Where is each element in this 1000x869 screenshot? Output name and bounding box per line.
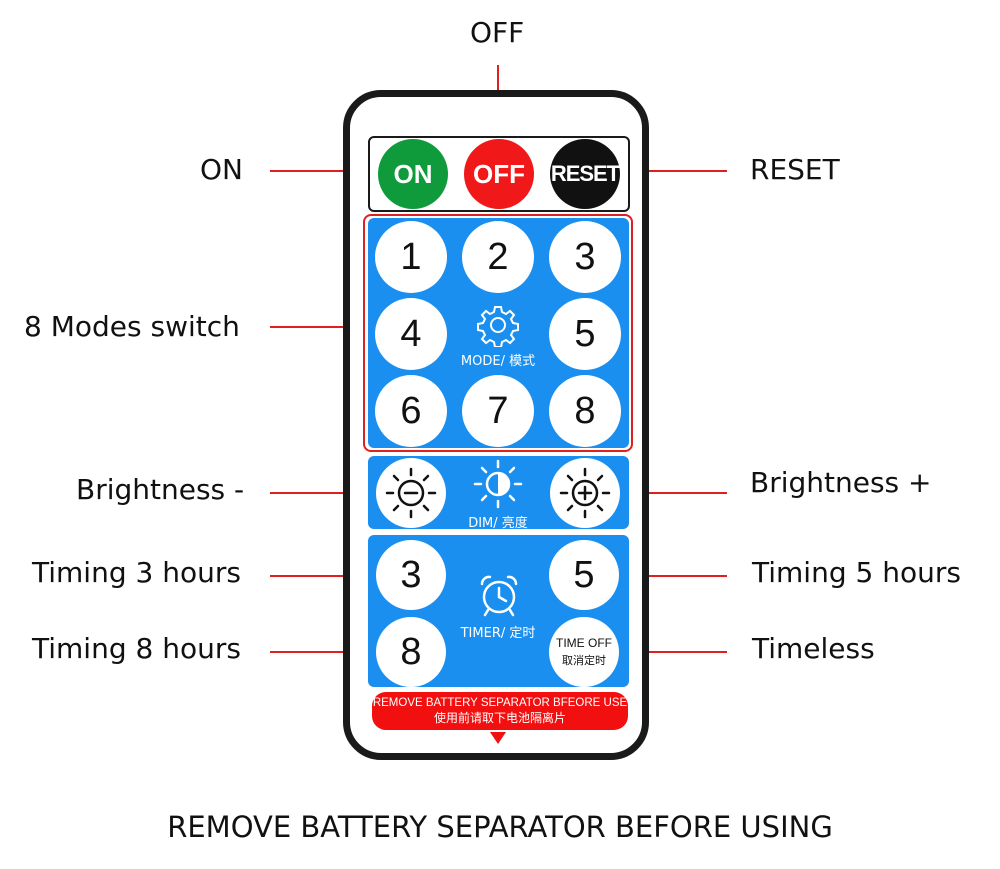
battery-separator-label: REMOVE BATTERY SEPARATOR BFEORE USE 使用前请…: [372, 692, 628, 730]
mode-1-button[interactable]: 1: [375, 221, 447, 293]
time-off-label-cn: 取消定时: [562, 654, 606, 667]
brightness-plus-button[interactable]: [550, 458, 620, 528]
time-off-button[interactable]: TIME OFF 取消定时: [549, 617, 619, 687]
mode-5-button[interactable]: 5: [549, 298, 621, 370]
power-button-group: [368, 136, 630, 212]
mode-3-button[interactable]: 3: [549, 221, 621, 293]
mode-caption: MODE/ 模式: [460, 354, 536, 369]
footer-note: REMOVE BATTERY SEPARATOR BEFORE USING: [167, 810, 833, 844]
timer-8-button[interactable]: 8: [376, 617, 446, 687]
mode-8-button[interactable]: 8: [549, 375, 621, 447]
callout-brightness-plus: Brightness +: [750, 466, 932, 499]
time-off-label: TIME OFF: [556, 636, 612, 650]
callout-modes: 8 Modes switch: [24, 310, 240, 343]
callout-timeless: Timeless: [752, 632, 875, 665]
brightness-minus-icon: [385, 467, 437, 519]
dim-caption: DIM/ 亮度: [468, 516, 528, 531]
mode-6-button[interactable]: 6: [375, 375, 447, 447]
timer-caption: TIMER/ 定时: [460, 626, 536, 641]
separator-text-en: REMOVE BATTERY SEPARATOR BFEORE USE: [372, 697, 628, 709]
timer-5-button[interactable]: 5: [549, 540, 619, 610]
callout-brightness-minus: Brightness -: [76, 473, 245, 506]
callout-on: ON: [200, 153, 243, 186]
mode-4-button[interactable]: 4: [375, 298, 447, 370]
mode-7-button[interactable]: 7: [462, 375, 534, 447]
brightness-icon: [473, 459, 523, 509]
off-button[interactable]: OFF: [464, 139, 534, 209]
brightness-minus-button[interactable]: [376, 458, 446, 528]
callout-reset: RESET: [750, 153, 840, 186]
alarm-clock-icon: [480, 575, 518, 617]
gear-icon: [477, 306, 519, 347]
separator-text-cn: 使用前请取下电池隔离片: [433, 711, 566, 725]
callout-timing-8: Timing 8 hours: [32, 632, 241, 665]
callout-timing-5: Timing 5 hours: [752, 556, 961, 589]
modes-frame: [363, 214, 633, 452]
callout-timing-3: Timing 3 hours: [32, 556, 241, 589]
arrow-down-icon: [490, 732, 506, 744]
callout-off: OFF: [470, 16, 525, 49]
on-button[interactable]: ON: [378, 139, 448, 209]
timer-3-button[interactable]: 3: [376, 540, 446, 610]
reset-button[interactable]: RESET: [550, 139, 620, 209]
brightness-plus-icon: [559, 467, 611, 519]
mode-2-button[interactable]: 2: [462, 221, 534, 293]
